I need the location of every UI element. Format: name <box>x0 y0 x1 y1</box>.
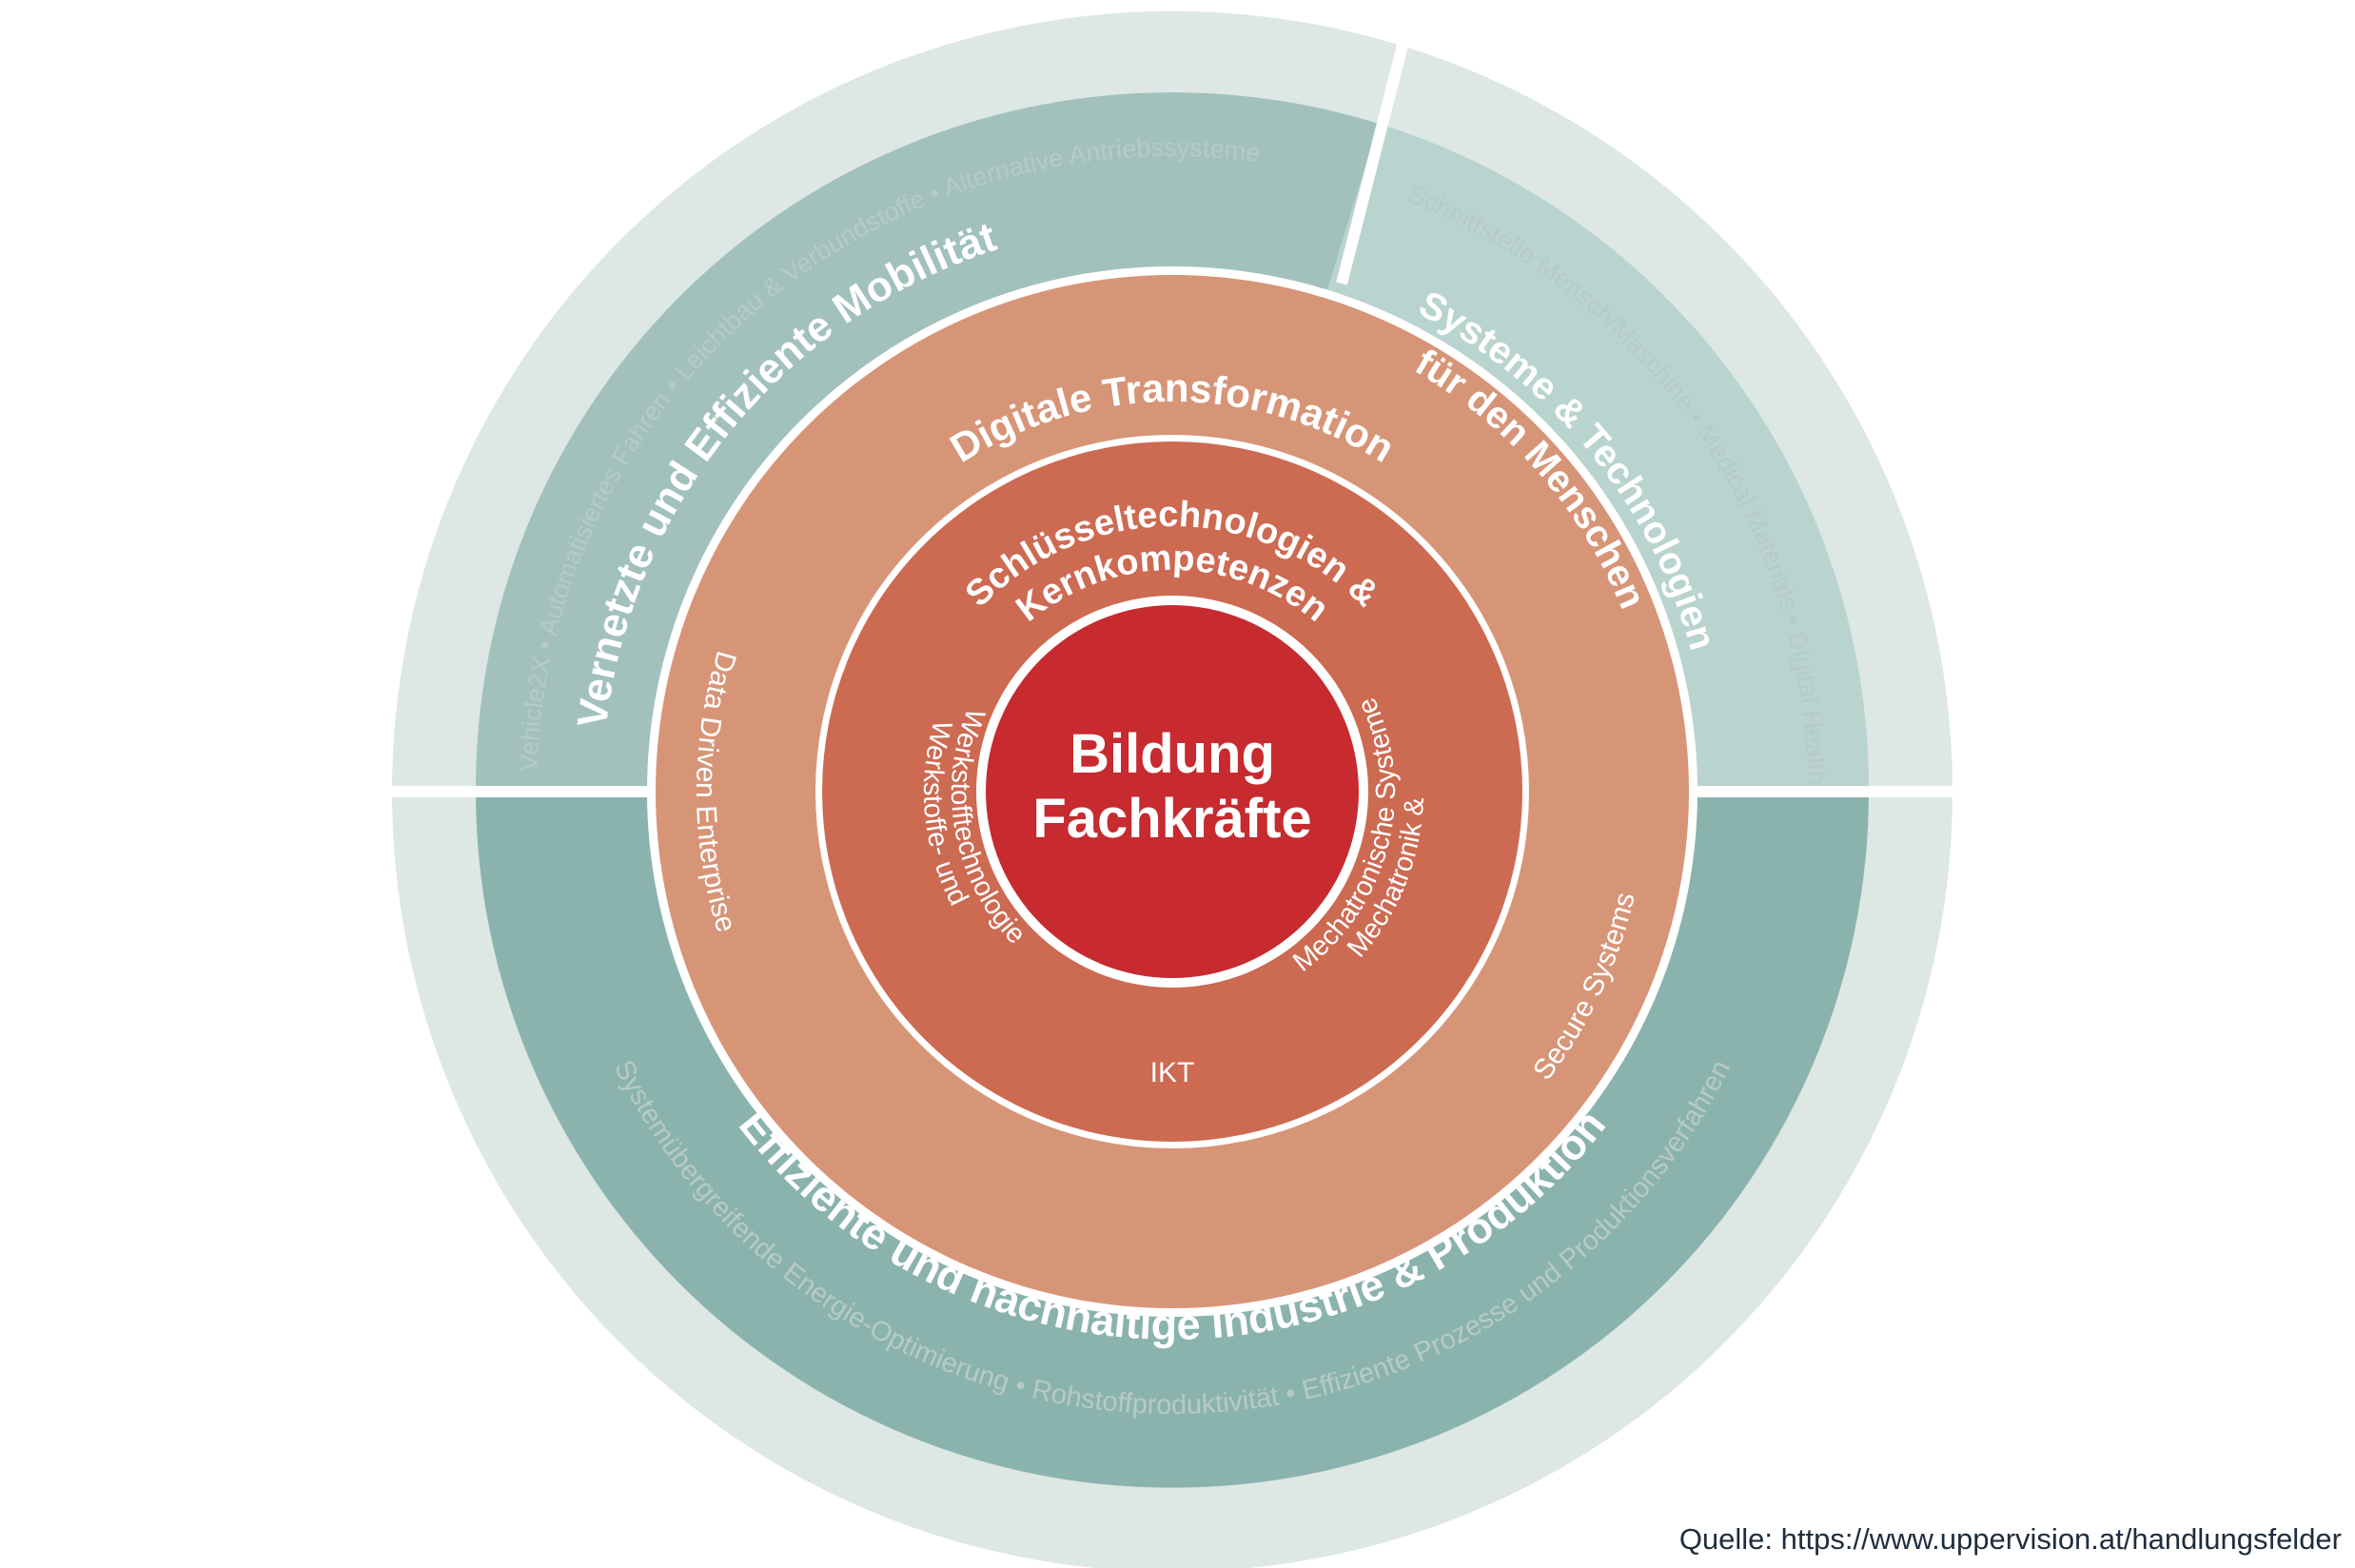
ikt-label: IKT <box>1150 1057 1195 1088</box>
separator-top <box>1336 36 1410 285</box>
source-caption: Quelle: https://www.uppervision.at/handl… <box>1678 1522 2342 1556</box>
core-title-line1: Bildung <box>1070 723 1275 785</box>
separators <box>381 36 1964 797</box>
core-title-line2: Fachkräfte <box>1032 788 1311 850</box>
core-circle <box>986 605 1359 978</box>
